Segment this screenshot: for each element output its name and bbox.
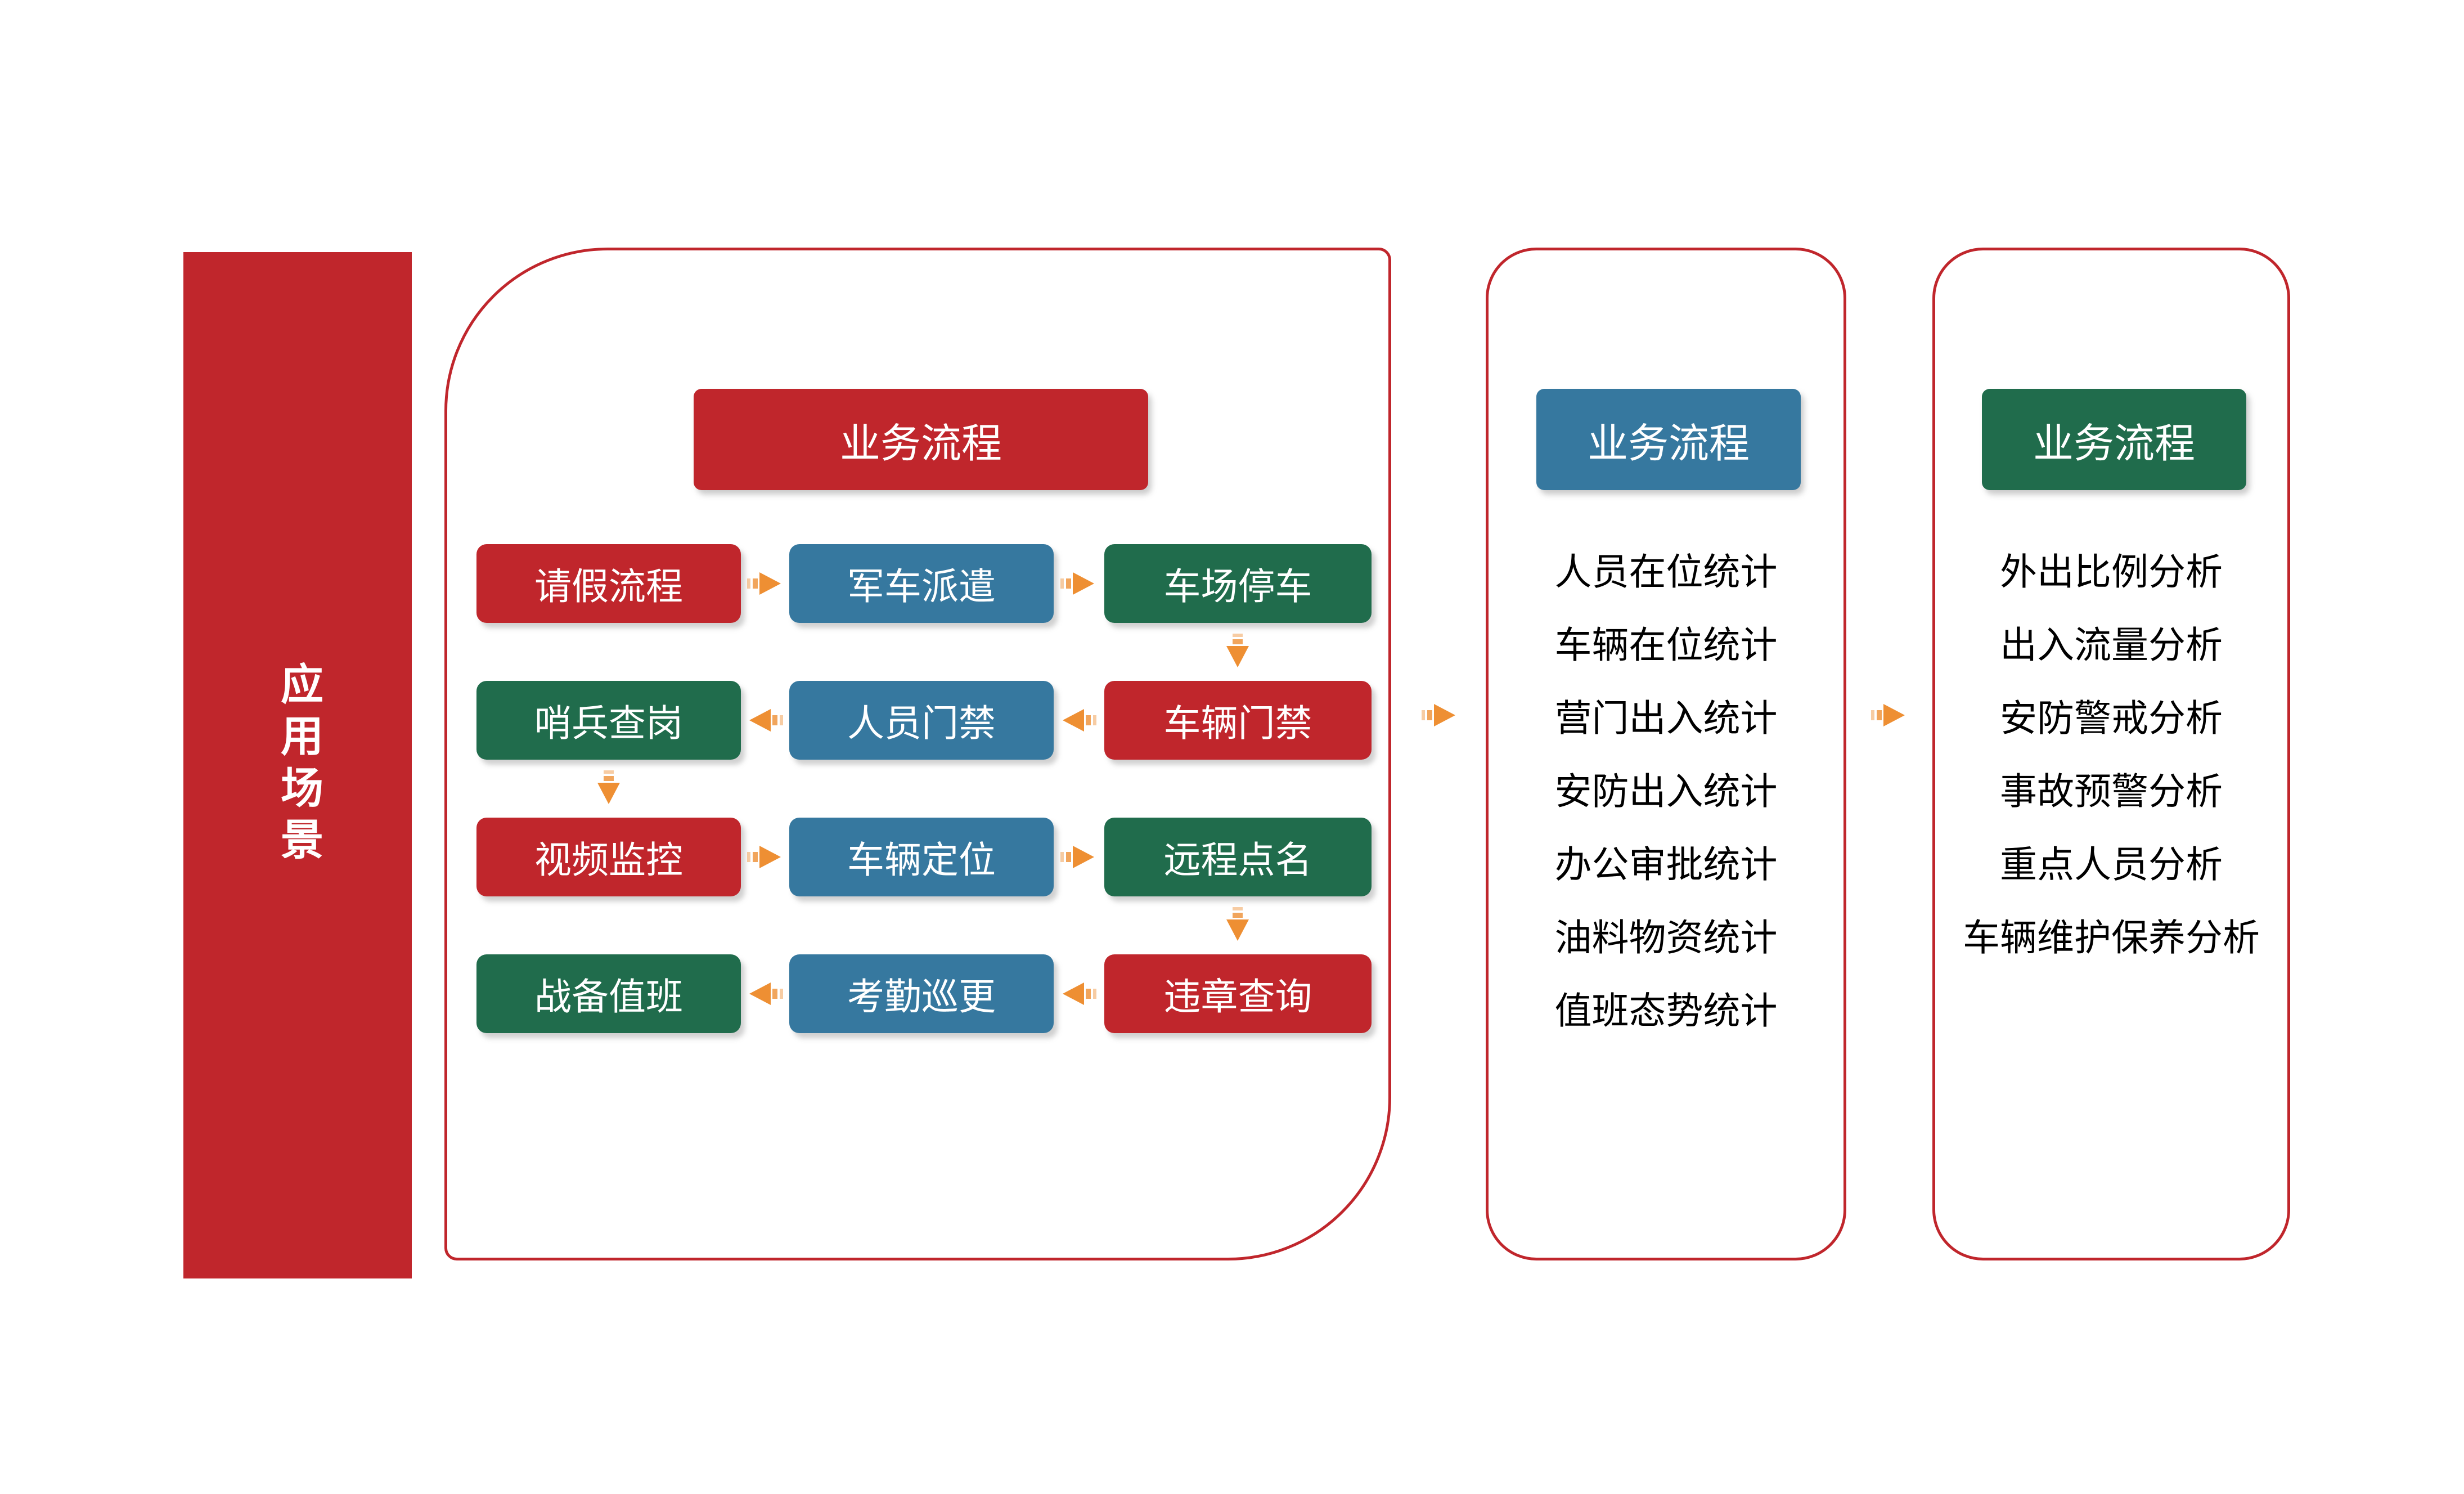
list-item: 重点人员分析	[2000, 844, 2223, 885]
arrow-right-icon	[1060, 845, 1096, 869]
list-item: 办公审批统计	[1554, 844, 1778, 885]
flow-box-remote-rollcall: 远程点名	[1104, 818, 1372, 896]
flow-box-sentry-check: 哨兵查岗	[476, 681, 741, 760]
list-item: 值班态势统计	[1554, 990, 1778, 1031]
list-item: 车辆维护保养分析	[1963, 917, 2260, 958]
flow-box-video-monitoring: 视频监控	[476, 818, 741, 896]
arrow-down-icon	[1225, 634, 1250, 670]
arrow-right-icon	[747, 845, 783, 869]
flow-box-vehicle-location: 车辆定位	[789, 818, 1054, 896]
list-item: 人员在位统计	[1554, 551, 1778, 593]
flow-box-attendance-patrol: 考勤巡更	[789, 954, 1054, 1033]
arrow-right-icon	[1422, 703, 1458, 728]
business-process-header: 业务流程	[694, 389, 1148, 490]
application-scenarios-title: 应用场景	[274, 662, 322, 869]
arrow-right-icon	[1871, 703, 1907, 728]
flow-box-lot-parking: 车场停车	[1104, 544, 1372, 623]
flow-box-combat-duty: 战备值班	[476, 954, 741, 1033]
arrow-right-icon	[1060, 571, 1096, 596]
statistics-panel: 业务流程 人员在位统计 车辆在位统计 营门出入统计 安防出入统计 办公审批统计 …	[1486, 248, 1846, 1260]
arrow-left-icon	[1060, 981, 1096, 1006]
list-item: 营门出入统计	[1554, 697, 1778, 739]
application-scenarios-banner: 应用场景	[183, 252, 412, 1278]
arrow-right-icon	[747, 571, 783, 596]
list-item: 车辆在位统计	[1554, 624, 1778, 666]
flow-box-violation-query: 违章查询	[1104, 954, 1372, 1033]
analysis-panel: 业务流程 外出比例分析 出入流量分析 安防警戒分析 事故预警分析 重点人员分析 …	[1932, 248, 2290, 1260]
arrow-left-icon	[747, 708, 783, 733]
list-item: 安防警戒分析	[2000, 697, 2223, 739]
list-item: 事故预警分析	[2000, 770, 2223, 812]
flow-box-military-dispatch: 军车派遣	[789, 544, 1054, 623]
analysis-header: 业务流程	[1982, 389, 2246, 490]
flow-box-vehicle-access: 车辆门禁	[1104, 681, 1372, 760]
flow-box-leave-process: 请假流程	[476, 544, 741, 623]
arrow-left-icon	[747, 981, 783, 1006]
list-item: 油料物资统计	[1554, 917, 1778, 958]
arrow-down-icon	[596, 770, 621, 806]
arrow-down-icon	[1225, 907, 1250, 943]
statistics-header: 业务流程	[1536, 389, 1801, 490]
flow-box-personnel-access: 人员门禁	[789, 681, 1054, 760]
list-item: 出入流量分析	[2000, 624, 2223, 666]
business-process-panel: 业务流程 请假流程 军车派遣 车场停车 哨兵查岗 人员门禁 车辆门禁 视频监控 …	[444, 248, 1391, 1260]
list-item: 安防出入统计	[1554, 770, 1778, 812]
list-item: 外出比例分析	[2000, 551, 2223, 593]
arrow-left-icon	[1060, 708, 1096, 733]
